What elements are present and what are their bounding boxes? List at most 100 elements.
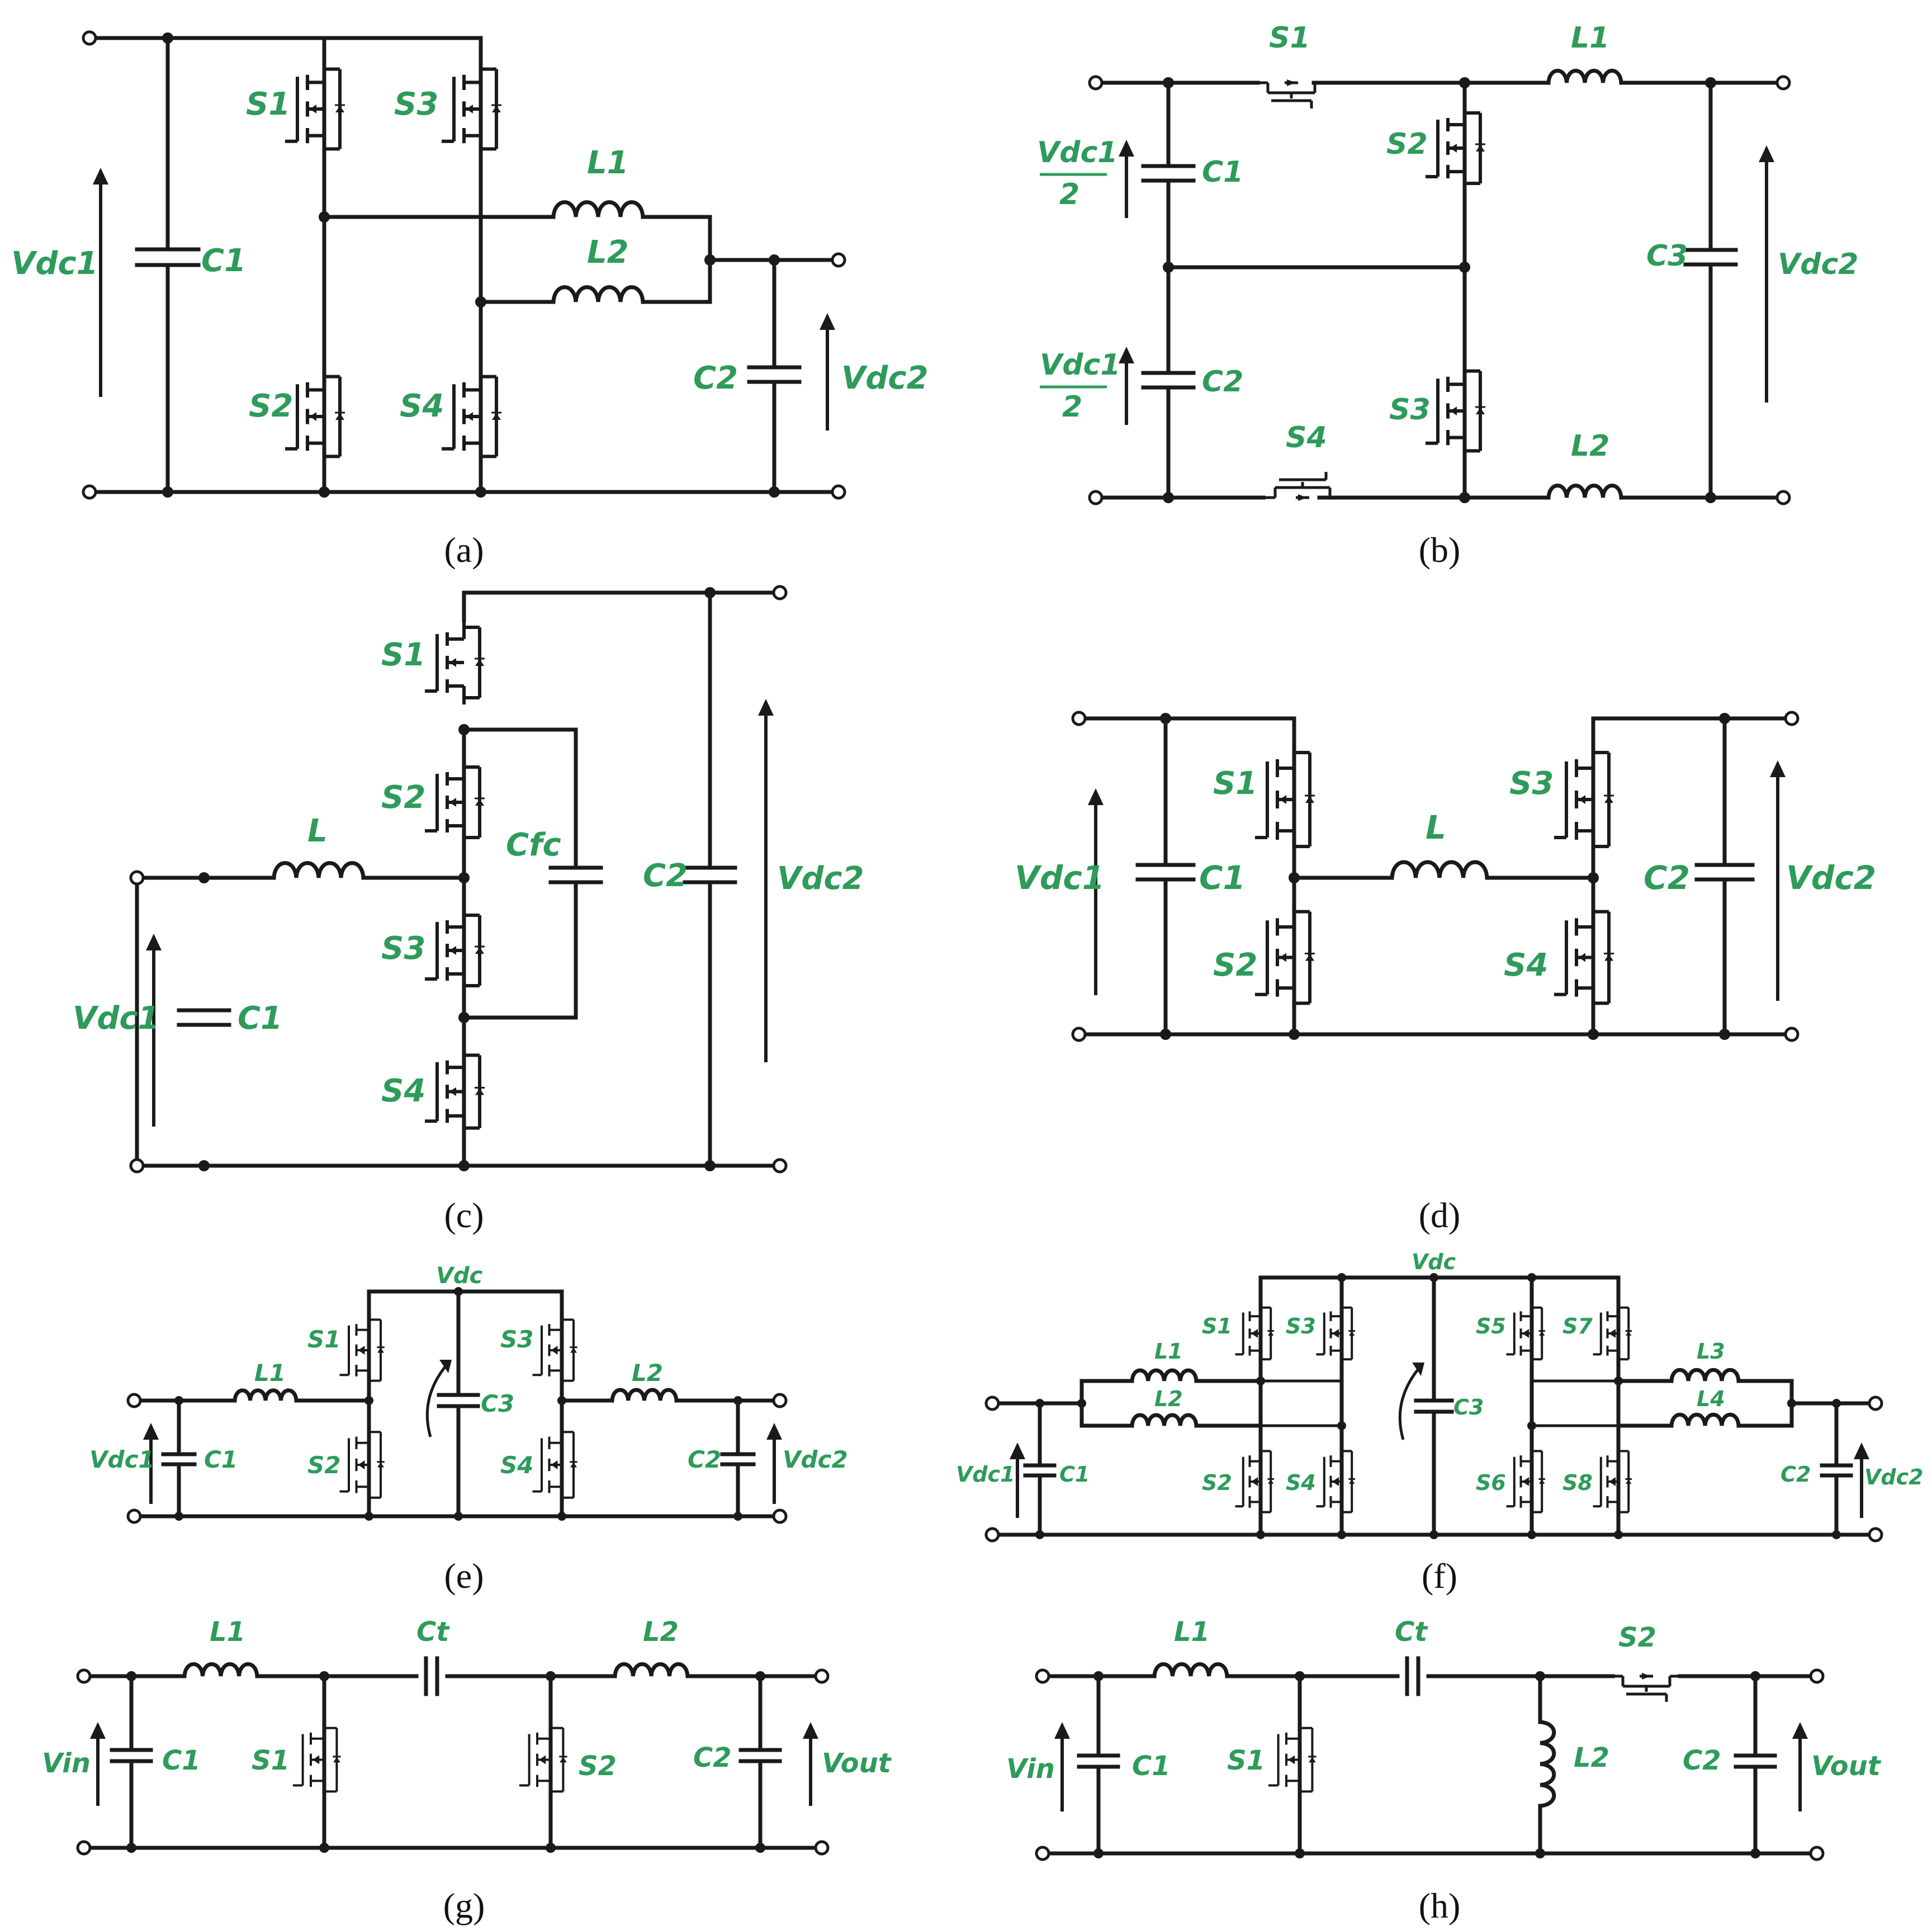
junction-node [1256, 1530, 1265, 1539]
L-label: L [307, 813, 328, 849]
junction-node [546, 1671, 556, 1681]
Vdc2-label: Vdc2 [783, 1446, 848, 1473]
L3-label: L3 [1697, 1339, 1725, 1364]
terminal[interactable] [772, 1158, 788, 1174]
junction-node [1337, 1530, 1346, 1539]
S1-mosfet [1258, 79, 1325, 108]
Vdc2-label: Vdc2 [841, 360, 929, 396]
junction-node [458, 724, 470, 735]
terminal[interactable] [1775, 75, 1791, 91]
terminal[interactable] [814, 1668, 830, 1684]
S5-mosfet [1506, 1303, 1546, 1364]
S6-label: S6 [1476, 1470, 1506, 1495]
terminal[interactable] [1071, 711, 1087, 726]
terminal[interactable] [984, 1396, 1000, 1411]
terminal[interactable] [1088, 490, 1104, 505]
L2-inductor [1538, 1720, 1556, 1808]
terminal[interactable] [814, 1840, 830, 1856]
S3-mosfet [532, 1314, 577, 1387]
panel-caption: (a) [444, 530, 484, 570]
terminal[interactable] [82, 484, 97, 500]
terminal[interactable] [126, 1508, 142, 1524]
S8-mosfet [1593, 1445, 1632, 1518]
panel-caption: (c) [444, 1195, 484, 1235]
terminal[interactable] [831, 484, 846, 500]
C1-capacitor [1134, 863, 1197, 882]
Ct-capacitor [424, 1655, 439, 1697]
junction-node [1163, 492, 1174, 503]
S8-label: S8 [1562, 1470, 1593, 1495]
L4-inductor [1669, 1412, 1741, 1429]
Vin-label: Vin [1006, 1753, 1055, 1785]
wire [1616, 1379, 1878, 1428]
terminal[interactable] [76, 1668, 92, 1684]
junction-node [1614, 1530, 1623, 1539]
terminal[interactable] [1035, 1668, 1050, 1684]
junction-node [475, 486, 486, 498]
L1-label: L1 [210, 1616, 245, 1648]
terminal[interactable] [1868, 1396, 1883, 1411]
S4-mosfet [1316, 1445, 1356, 1518]
terminal[interactable] [1088, 75, 1104, 91]
terminal[interactable] [1035, 1846, 1050, 1861]
C3-flow-arrow [1398, 1363, 1424, 1440]
C3-capacitor [435, 1393, 481, 1408]
Vdc1-arrow [1010, 1442, 1025, 1518]
C1-label: C1 [1132, 1751, 1171, 1782]
S4-label: S4 [1286, 421, 1327, 455]
L3-inductor [1669, 1368, 1741, 1384]
terminal[interactable] [82, 30, 97, 46]
Vdc2-label: Vdc2 [777, 860, 864, 897]
L1-inductor [1130, 1368, 1199, 1384]
terminal[interactable] [1775, 490, 1791, 505]
panel-caption: (b) [1419, 530, 1461, 570]
junction-node [1459, 77, 1470, 88]
junction-node [1614, 1376, 1623, 1385]
terminal[interactable] [772, 1508, 788, 1524]
terminal[interactable] [772, 1393, 788, 1408]
C1-label: C1 [1059, 1462, 1090, 1487]
C2-capacitor [681, 865, 738, 884]
Vdc2-arrow [766, 1423, 782, 1504]
Vdc1-label: Vdc1 [73, 1000, 160, 1037]
L2-inductor [1546, 484, 1623, 501]
terminal[interactable] [1784, 1027, 1800, 1042]
S6-mosfet [1506, 1445, 1546, 1518]
terminal[interactable] [76, 1840, 92, 1856]
wire [462, 590, 782, 623]
C2-label: C2 [1683, 1745, 1721, 1776]
terminal[interactable] [1868, 1527, 1883, 1543]
C2-label: C2 [643, 858, 688, 894]
terminal[interactable] [129, 870, 145, 886]
terminal[interactable] [1071, 1027, 1087, 1042]
Vdc1-half-top-label: Vdc1 [1037, 136, 1117, 169]
junction-node [364, 1512, 373, 1521]
S3-label: S3 [1286, 1314, 1316, 1338]
S7-mosfet [1593, 1303, 1632, 1364]
junction-node [198, 872, 210, 883]
junction-node [1588, 872, 1599, 883]
junction-node [1719, 1029, 1730, 1040]
terminal[interactable] [984, 1527, 1000, 1543]
junction-node [1750, 1671, 1760, 1681]
C2-label: C2 [1202, 365, 1243, 399]
terminal[interactable] [831, 252, 846, 268]
C2-label: C2 [1644, 859, 1690, 897]
terminal[interactable] [1809, 1846, 1825, 1861]
wire [990, 1379, 1263, 1428]
S1-mosfet [1235, 1303, 1275, 1364]
S1-label: S1 [381, 637, 425, 673]
junction-node [319, 1843, 329, 1853]
terminal[interactable] [1784, 711, 1800, 726]
terminal[interactable] [126, 1393, 142, 1408]
terminal[interactable] [772, 585, 788, 600]
S2-mosfet [1613, 1673, 1680, 1702]
junction-node [704, 1160, 716, 1171]
Vdc1-half-bottom-den: 2 [1062, 390, 1082, 424]
terminal[interactable] [1809, 1668, 1825, 1684]
terminal[interactable] [129, 1158, 145, 1174]
C1-label: C1 [1199, 859, 1246, 897]
junction-node [1527, 1530, 1536, 1539]
L2-label: L2 [1574, 1742, 1609, 1773]
